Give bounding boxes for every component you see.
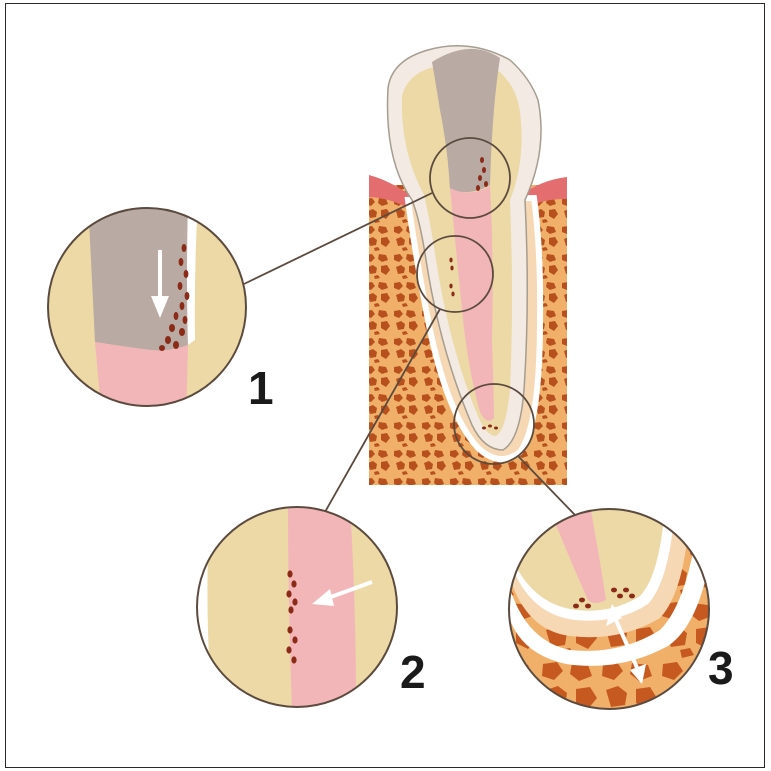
zoom-label-3: 3 xyxy=(708,642,734,694)
zoom-label-1: 1 xyxy=(248,362,274,414)
main-tooth xyxy=(369,46,567,485)
zoom-circle-1: 1 xyxy=(40,200,274,420)
zoom-circle-2: 2 xyxy=(195,505,426,710)
zoom-circle-3: 3 xyxy=(505,505,734,715)
zoom-label-2: 2 xyxy=(400,646,426,698)
